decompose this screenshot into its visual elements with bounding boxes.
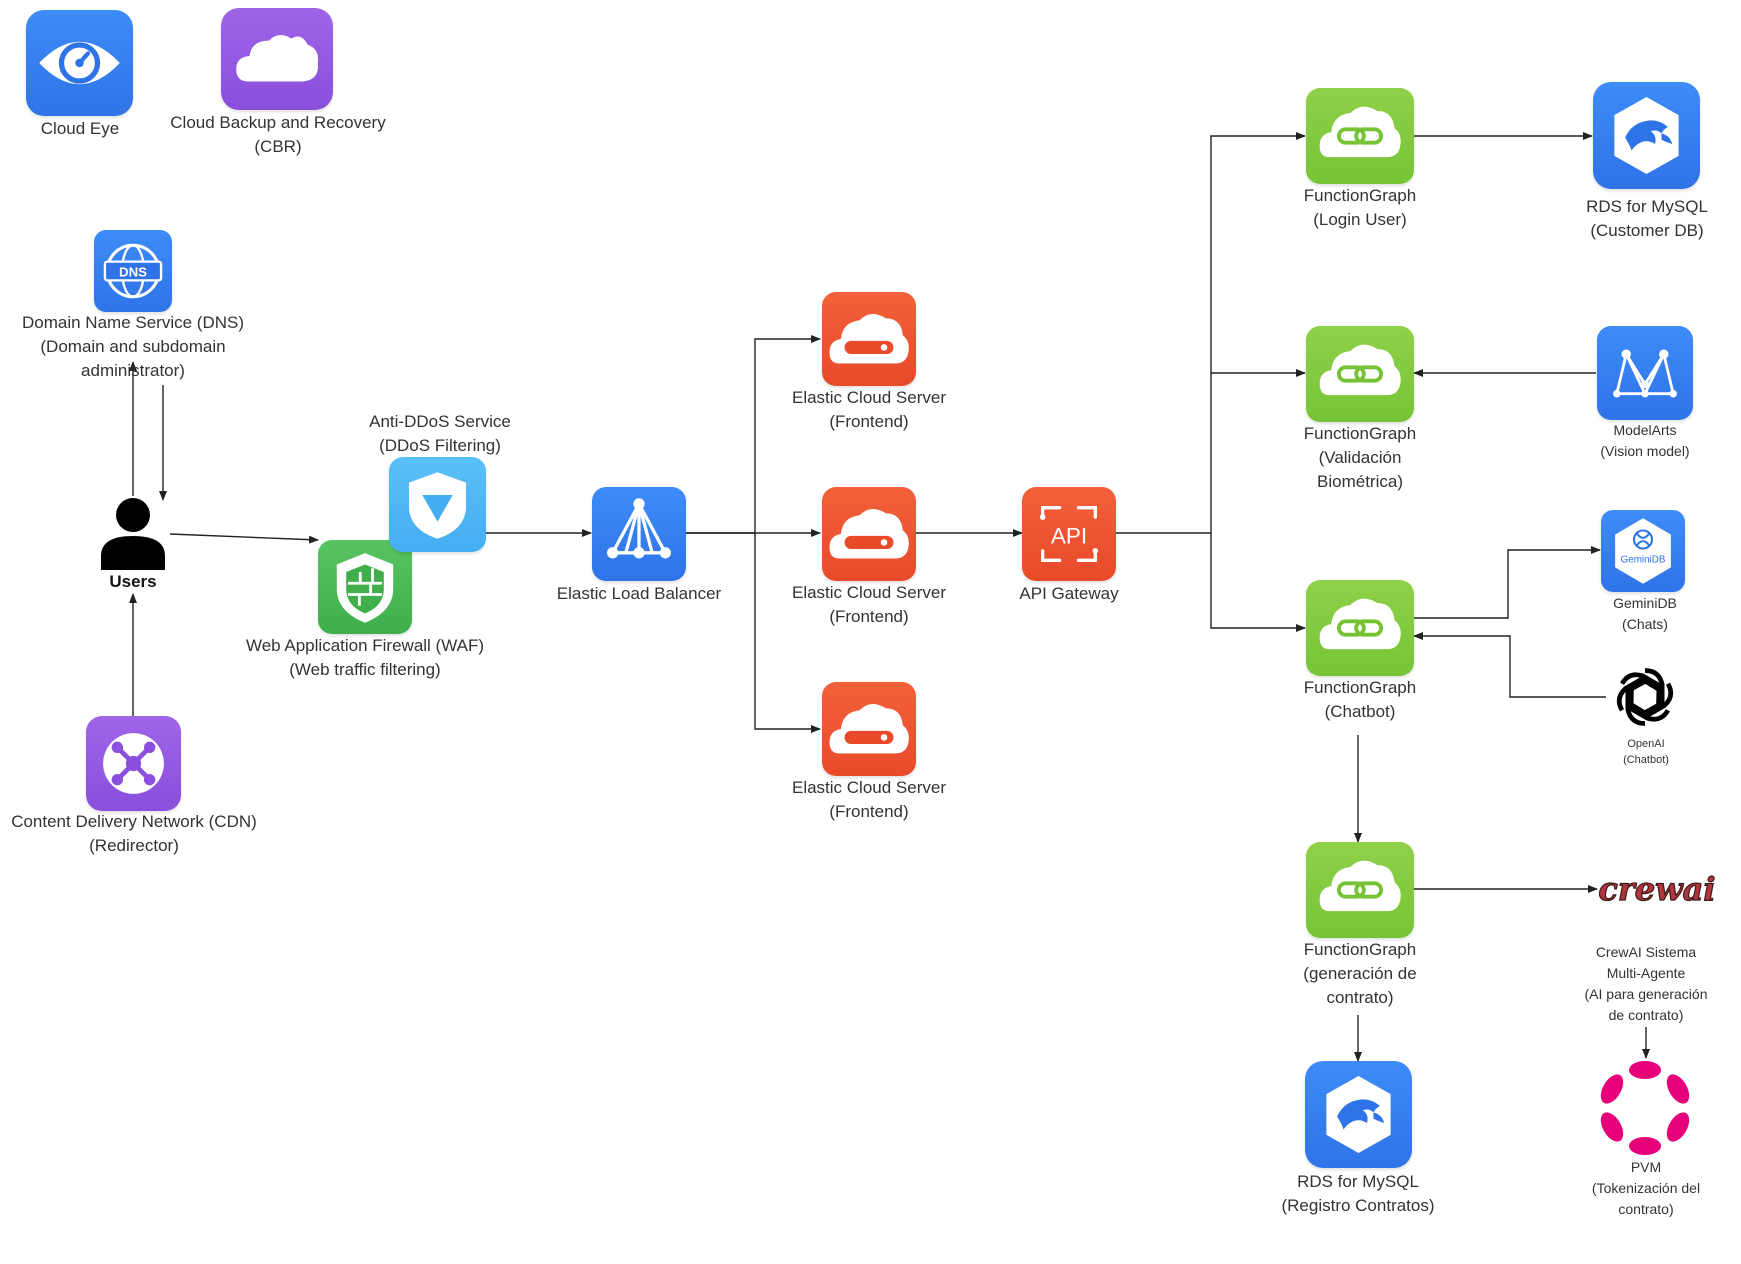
fg-login-label: FunctionGraph (Login User) [1303, 186, 1417, 229]
dns-globe-icon: DNS [94, 230, 172, 312]
cbr-label: Cloud Backup and Recovery (CBR) [170, 113, 386, 156]
waf-label: Web Application Firewall (WAF) (Web traf… [245, 636, 485, 679]
cloud-link-icon [1306, 580, 1414, 676]
shield-v-icon [389, 457, 486, 552]
rds-customer-label: RDS for MySQL (Customer DB) [1586, 197, 1708, 240]
crewai-label: CrewAI Sistema Multi-Agente (AI para gen… [1584, 944, 1708, 1023]
api-icon-text: API [1051, 523, 1087, 548]
network-hub-icon [86, 716, 181, 811]
edge-elb-ecs3 [754, 533, 821, 733]
elb-label: Elastic Load Balancer [556, 584, 722, 603]
cloud-icon [221, 8, 333, 110]
cloud-eye-label: Cloud Eye [40, 119, 120, 138]
load-balancer-icon [592, 487, 686, 581]
edge-users-waf [169, 533, 319, 544]
edge-fgchatbot-gemini [1414, 546, 1601, 619]
crewai-logo-icon: crewai [1598, 864, 1716, 914]
api-gateway-label: API Gateway [1019, 584, 1119, 603]
ecs-frontend-2-label: Elastic Cloud Server (Frontend) [791, 583, 946, 626]
openai-label: OpenAI (Chatbot) [1623, 738, 1669, 766]
cloud-server-icon [822, 487, 916, 581]
openai-logo-icon [1606, 658, 1684, 736]
geminidb-label: GeminiDB (Chats) [1613, 595, 1677, 632]
dolphin-icon [1593, 82, 1700, 189]
cloud-link-icon [1306, 842, 1414, 938]
modelarts-label: ModelArts (Vision model) [1600, 422, 1690, 459]
fg-biometric-label: FunctionGraph (Validación Biométrica) [1303, 424, 1417, 491]
pvm-label: PVM (Tokenización del contrato) [1591, 1159, 1701, 1217]
ecs-frontend-3-label: Elastic Cloud Server (Frontend) [791, 778, 946, 821]
edge-openai-fgchatbot [1413, 632, 1606, 698]
cdn-label: Content Delivery Network (CDN) (Redirect… [11, 812, 257, 855]
shield-wall-icon [318, 540, 412, 634]
cloud-server-icon [822, 292, 916, 386]
users-label: Users [109, 572, 157, 591]
cloud-link-icon [1306, 326, 1414, 422]
dns-label: Domain Name Service (DNS) (Domain and su… [22, 313, 244, 380]
anti-ddos-label: Anti-DDoS Service (DDoS Filtering) [369, 412, 511, 455]
ecs-frontend-1-label: Elastic Cloud Server (Frontend) [791, 388, 946, 431]
modelarts-icon [1597, 326, 1693, 420]
fg-contract-label: FunctionGraph (generación de contrato) [1303, 940, 1417, 1007]
crewai-logo-text: crewai [1598, 870, 1715, 908]
cloud-link-icon [1306, 88, 1414, 184]
eye-icon [26, 10, 133, 116]
edge-apigw-fglogin [1116, 132, 1306, 534]
polkadot-logo-icon [1595, 1058, 1695, 1158]
user-icon [99, 496, 167, 570]
edge-elb-ecs1 [686, 335, 821, 534]
geminidb-icon: GeminiDB [1601, 510, 1685, 592]
api-icon: API [1022, 487, 1116, 581]
svg-text:DNS: DNS [119, 264, 147, 279]
cloud-server-icon [822, 682, 916, 776]
geminidb-icon-text: GeminiDB [1621, 554, 1666, 565]
edge-apigw-fgchatbot [1210, 533, 1306, 632]
rds-contracts-label: RDS for MySQL (Registro Contratos) [1281, 1172, 1435, 1215]
fg-chatbot-label: FunctionGraph (Chatbot) [1303, 678, 1417, 721]
dolphin-icon [1305, 1061, 1412, 1168]
